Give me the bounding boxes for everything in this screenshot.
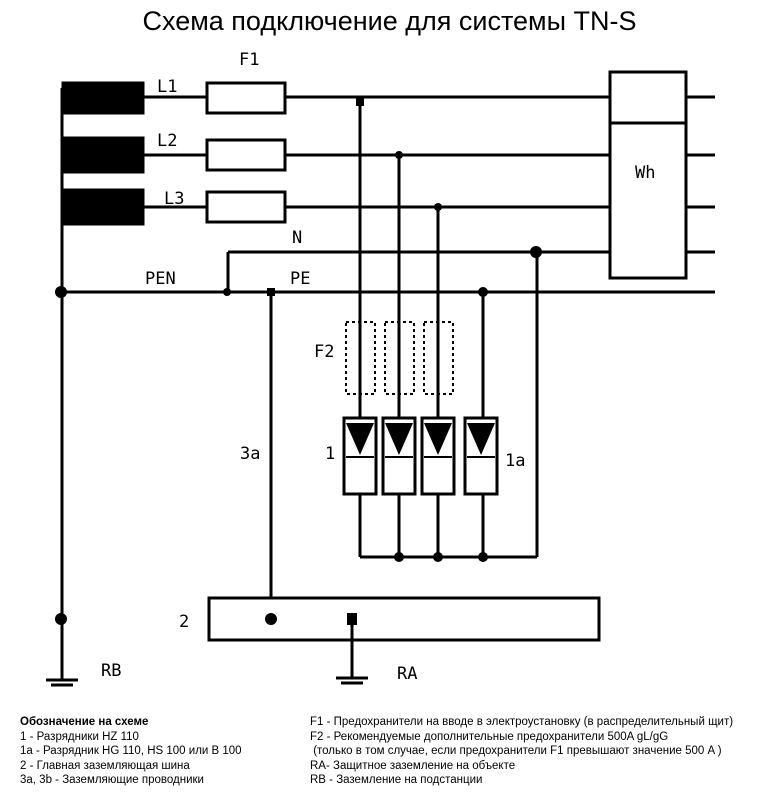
junction-pen-left xyxy=(55,286,67,298)
fuse-f2-3 xyxy=(423,321,454,395)
label-f2: F2 xyxy=(314,342,334,362)
junction-l1 xyxy=(356,98,364,106)
junction-pe xyxy=(267,288,275,296)
label-l1: L1 xyxy=(157,77,177,97)
label-l3: L3 xyxy=(164,189,184,209)
legend-item: RA- Защитное заземление на объекте xyxy=(310,759,516,772)
label-n: N xyxy=(292,228,302,248)
legend-item: 1 - Разрядники HZ 110 xyxy=(20,730,139,743)
transformer-winding-l2 xyxy=(61,136,145,174)
junction-rb xyxy=(55,613,67,625)
fuse-f1-l3 xyxy=(205,190,287,224)
transformer-winding-l3 xyxy=(61,188,145,226)
legend-item: F1 - Предохранители на вводе в электроус… xyxy=(310,716,734,728)
label-ra: RA xyxy=(397,664,417,684)
fuse-f1-l2 xyxy=(205,138,287,172)
legend-right: F1 - Предохранители на вводе в электроус… xyxy=(310,715,733,788)
label-arrester-1a: 1a xyxy=(505,451,525,471)
legend-item: RB - Заземление на подстанции xyxy=(310,774,483,786)
fuse-f1-l1 xyxy=(205,81,287,115)
meter-wh xyxy=(608,70,688,280)
junction-l3 xyxy=(434,203,442,211)
label-l2: L2 xyxy=(157,131,177,151)
label-conductor-3a: 3a xyxy=(240,444,260,464)
label-wh: Wh xyxy=(635,163,655,183)
label-bar-2: 2 xyxy=(179,612,189,632)
legend-left: Обозначение на схеме 1 - Разрядники HZ 1… xyxy=(20,715,242,788)
junction-n xyxy=(530,246,542,258)
legend-item: 2 - Главная заземляющая шина xyxy=(20,759,190,772)
label-pe: PE xyxy=(290,269,310,289)
junction-l2 xyxy=(395,151,403,159)
junction-1a xyxy=(478,287,488,297)
legend-item: F2 - Рекомендуемые дополнительные предох… xyxy=(310,730,669,743)
legend-item: 1a - Разрядник HG 110, HS 100 или B 100 xyxy=(20,745,242,757)
tn-s-wiring-diagram: F1 L1 L2 L3 N PEN PE Wh F2 1 1a 3a 2 RB … xyxy=(46,50,715,687)
junction-3a-bar xyxy=(265,613,277,625)
label-arrester-1: 1 xyxy=(325,444,335,464)
legend-item: (только в том случае, если предохранител… xyxy=(310,745,722,757)
label-rb: RB xyxy=(101,661,121,681)
label-pen: PEN xyxy=(145,269,176,289)
diagram-title: Схема подключение для системы TN-S xyxy=(142,6,637,36)
legend-item: 3a, 3b - Заземляющие проводники xyxy=(20,774,204,786)
junction-ra-bar xyxy=(347,613,357,625)
junction-pen-n xyxy=(223,288,231,296)
legend-heading: Обозначение на схеме xyxy=(20,716,149,728)
fuse-f2-2 xyxy=(384,321,415,395)
transformer-winding-l1 xyxy=(61,81,145,115)
label-f1: F1 xyxy=(239,50,259,70)
fuse-f2-1 xyxy=(345,321,376,395)
